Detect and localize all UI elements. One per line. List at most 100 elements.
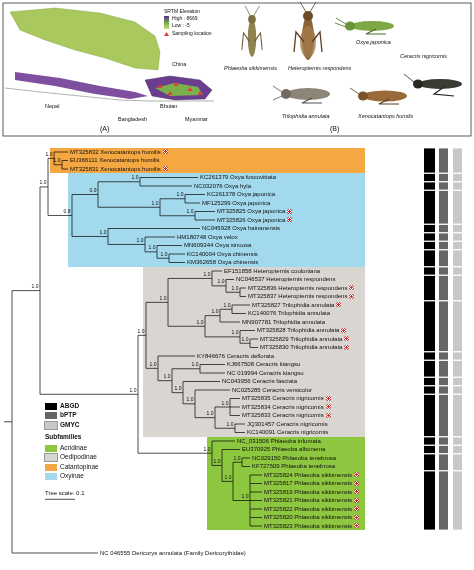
support-value: 1.0 [175, 386, 182, 391]
delimitation-bar [439, 233, 448, 240]
delimitation-bar [439, 301, 448, 351]
figure-label: Heteropternis respondens [288, 66, 351, 72]
sampling-mark [198, 91, 203, 95]
delimitation-bar [424, 182, 435, 189]
delimitation-bar [424, 386, 435, 393]
photos [242, 2, 462, 104]
taxon-label: MN907781 Trilophidia annulata [242, 319, 325, 325]
support-value: 1.0 [192, 362, 199, 367]
support-value: 1.0 [187, 209, 194, 214]
taxon-label: MT325829 Trilophidia annulata [260, 336, 342, 342]
panel-letter: (B) [330, 125, 339, 132]
tree-branch [48, 158, 49, 215]
figure-label: China [172, 62, 186, 68]
delimitation-bar [453, 148, 462, 172]
delimitation-bar [424, 378, 435, 385]
clade-band: MT325832 Xenocatantops humilisEU366111 X… [50, 148, 365, 173]
delimitation-bar [424, 242, 435, 249]
taxon-label: NC025285 Ceracris versicolor [232, 387, 312, 393]
delimitation-bar [424, 437, 435, 444]
taxon-label: NC_031506 Phlaeoba infumata [237, 438, 321, 444]
delimitation-bar [439, 250, 448, 266]
legend-text: ABGD [60, 403, 79, 410]
taxon-label: EU370925 Phlaeoba albonema [242, 446, 325, 452]
taxon-label: MT325817 Phlaeoba sikkimensis [264, 480, 352, 486]
support-value: 1.0 [187, 397, 194, 402]
delimitation-bar [439, 471, 448, 529]
delimitation-bar [453, 267, 462, 274]
clade-band: KC261379 Oxya fuscovittataNC032076 Oxya … [68, 173, 365, 266]
taxon-label: EU366111 Xenocatantops humilis [70, 157, 160, 163]
legend-text: GMYC [60, 422, 80, 429]
support-value: 1.0 [242, 494, 249, 499]
support-value: 1.0 [212, 309, 219, 314]
legend-swatch [45, 412, 57, 419]
delimitation-bar [453, 242, 462, 249]
taxon-label: KC140004 Oxya chinensis [187, 251, 258, 257]
legend-text: Oxyinae [60, 473, 84, 480]
taxon-label: MT325827 Trilophidia annulata [252, 302, 334, 308]
delimitation-bar [439, 378, 448, 385]
delimitation-bar [424, 395, 435, 436]
support-value: 1.0 [204, 447, 211, 452]
support-value: 0.9 [90, 188, 97, 193]
taxon-label: KJ667508 Ceracris kiangsu [227, 361, 300, 367]
legend-text: bPTP [60, 412, 77, 419]
taxon-label: HM180748 Oxya velox [177, 234, 238, 240]
delimitation-bar [439, 174, 448, 181]
taxon-label: NC043956 Ceracris fasciata [222, 378, 297, 384]
delimitation-bars [424, 148, 462, 529]
taxon-label: MT325831 Xenocatantops humilis [70, 166, 161, 172]
legend-text: Oedipodinae [60, 454, 97, 461]
support-value: 1.0 [32, 284, 39, 289]
legend-text: Acridinae [60, 445, 87, 452]
sample-dot [326, 396, 331, 401]
support-value: 1.0 [242, 337, 249, 342]
delimitation-bar [424, 233, 435, 240]
figure-label: Nepal [45, 104, 59, 110]
legend-swatch [45, 422, 57, 429]
taxon-label: MT325836 Heteropternis respondens [248, 285, 347, 291]
delimitation-bar [453, 386, 462, 393]
clade-band: NC_031506 Phlaeoba infumataEU370925 Phla… [207, 437, 365, 530]
delimitation-bar [439, 454, 448, 470]
delimitation-bar [424, 446, 435, 453]
tree-branch [40, 186, 48, 187]
sample-dot [354, 506, 359, 511]
taxon-label: NC029150 Phlaeoba tenebrosa [252, 455, 336, 461]
sample-dot [354, 481, 359, 486]
delimitation-bar [453, 378, 462, 385]
support-value: 1.0 [160, 296, 167, 301]
taxon-label: JQ301457 Ceracris nigricornis [247, 421, 328, 427]
support-value: 1.0 [177, 192, 184, 197]
delimitation-bar [453, 395, 462, 436]
figure-label: NC 046555 Dericorys annulata (Family Der… [100, 550, 246, 556]
delimitation-bar [424, 191, 435, 224]
delimitation-bar [424, 471, 435, 529]
figure-label: Ceracris nigricornis [400, 54, 447, 60]
delimitation-bar [453, 174, 462, 181]
taxon-label: NC046537 Heteropternis respondens [236, 276, 335, 282]
support-value: 1.0 [225, 475, 232, 480]
taxon-label: KC261378 Oxya japonica [207, 191, 275, 197]
delimitation-bar [439, 276, 448, 300]
sample-dot [341, 328, 346, 333]
map-region [155, 83, 203, 96]
taxon-label: MT325822 Phlaeoba sikkimensis [264, 506, 352, 512]
sample-dot [163, 149, 168, 154]
taxon-label: MT325824 Phlaeoba sikkimensis [264, 472, 352, 478]
delimitation-bar [453, 437, 462, 444]
delimitation-bar [439, 267, 448, 274]
sampling-mark [164, 32, 169, 36]
support-value: 1.0 [227, 422, 234, 427]
delimitation-bar [453, 361, 462, 377]
map-region [15, 72, 148, 99]
sample-dot [344, 336, 349, 341]
support-value: 1.0 [218, 279, 225, 284]
delimitation-bar [453, 454, 462, 470]
figure-label: Myanmar [185, 117, 208, 123]
delimitation-bar [453, 191, 462, 224]
delimitation-bar [439, 395, 448, 436]
delimitation-bar [424, 276, 435, 300]
support-value: 1.0 [232, 330, 239, 335]
